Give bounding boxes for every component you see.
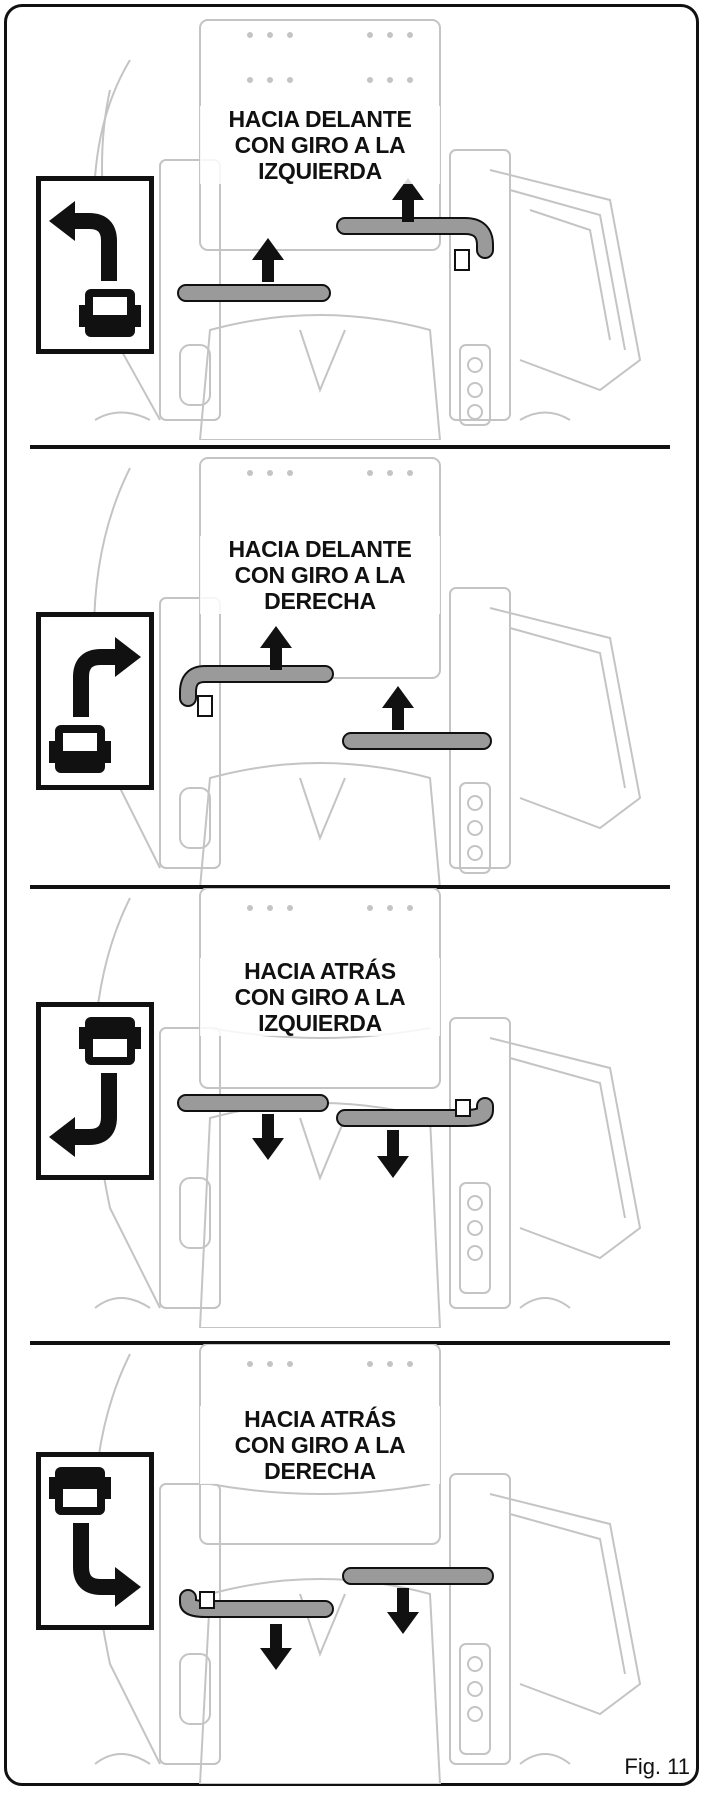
panel-reverse-left: HACIA ATRÁS CON GIRO A LA IZQUIERDA bbox=[0, 888, 710, 1328]
panel-divider bbox=[30, 1341, 670, 1345]
turn-arrow-icon bbox=[49, 1073, 117, 1157]
turn-arrow-icon bbox=[49, 201, 117, 281]
title-line: CON GIRO A LA bbox=[234, 132, 406, 158]
panel-reverse-right: HACIA ATRÁS CON GIRO A LA DERECHA bbox=[0, 1344, 710, 1784]
mower-rear-view bbox=[93, 1344, 642, 1784]
left-control-lever bbox=[177, 1094, 329, 1112]
reverse-arrow-left-lever bbox=[252, 1114, 284, 1160]
title-line: IZQUIERDA bbox=[258, 1010, 382, 1036]
title-line: DERECHA bbox=[264, 1458, 376, 1484]
title-line: CON GIRO A LA bbox=[234, 562, 406, 588]
title-line: HACIA DELANTE bbox=[228, 106, 412, 132]
title-line: HACIA DELANTE bbox=[228, 536, 412, 562]
title-line: CON GIRO A LA bbox=[234, 1432, 406, 1458]
turn-direction-box bbox=[36, 1452, 154, 1630]
panel-title: HACIA DELANTE CON GIRO A LA DERECHA bbox=[200, 536, 440, 614]
panel-title: HACIA DELANTE CON GIRO A LA IZQUIERDA bbox=[200, 106, 440, 184]
title-line: IZQUIERDA bbox=[258, 158, 382, 184]
title-line: CON GIRO A LA bbox=[234, 984, 406, 1010]
panel-divider bbox=[30, 445, 670, 449]
title-line: HACIA ATRÁS bbox=[244, 958, 396, 984]
figure-caption: Fig. 11 bbox=[624, 1754, 690, 1779]
mower-icon bbox=[49, 725, 111, 773]
turn-arrow-icon bbox=[73, 637, 141, 717]
turn-direction-box bbox=[36, 612, 154, 790]
right-control-lever bbox=[342, 1567, 494, 1585]
panel-divider bbox=[30, 885, 670, 889]
turn-direction-box bbox=[36, 1002, 154, 1180]
panel-forward-left: HACIA DELANTE CON GIRO A LA IZQUIERDA bbox=[0, 0, 710, 440]
turn-direction-box bbox=[36, 176, 154, 354]
panel-title: HACIA ATRÁS CON GIRO A LA IZQUIERDA bbox=[200, 958, 440, 1036]
right-control-lever bbox=[336, 217, 494, 271]
panel-title: HACIA ATRÁS CON GIRO A LA DERECHA bbox=[200, 1406, 440, 1484]
right-control-lever bbox=[342, 732, 492, 750]
left-control-lever bbox=[179, 1589, 334, 1618]
reverse-arrow-right-lever bbox=[387, 1588, 419, 1634]
mower-icon bbox=[79, 1017, 141, 1065]
forward-arrow-left-lever bbox=[260, 626, 292, 670]
forward-arrow-right-lever bbox=[382, 686, 414, 730]
panel-forward-right: HACIA DELANTE CON GIRO A LA DERECHA bbox=[0, 448, 710, 888]
left-control-lever bbox=[177, 284, 331, 302]
forward-arrow-right-lever bbox=[392, 178, 424, 222]
turn-arrow-icon bbox=[73, 1523, 141, 1607]
forward-arrow-left-lever bbox=[252, 238, 284, 282]
left-control-lever bbox=[179, 665, 334, 717]
title-line: DERECHA bbox=[264, 588, 376, 614]
reverse-arrow-left-lever bbox=[260, 1624, 292, 1670]
mower-rear-view bbox=[93, 457, 642, 888]
mower-icon bbox=[79, 289, 141, 337]
mower-icon bbox=[49, 1467, 111, 1515]
right-control-lever bbox=[336, 1097, 494, 1127]
title-line: HACIA ATRÁS bbox=[244, 1406, 396, 1432]
reverse-arrow-right-lever bbox=[377, 1130, 409, 1178]
